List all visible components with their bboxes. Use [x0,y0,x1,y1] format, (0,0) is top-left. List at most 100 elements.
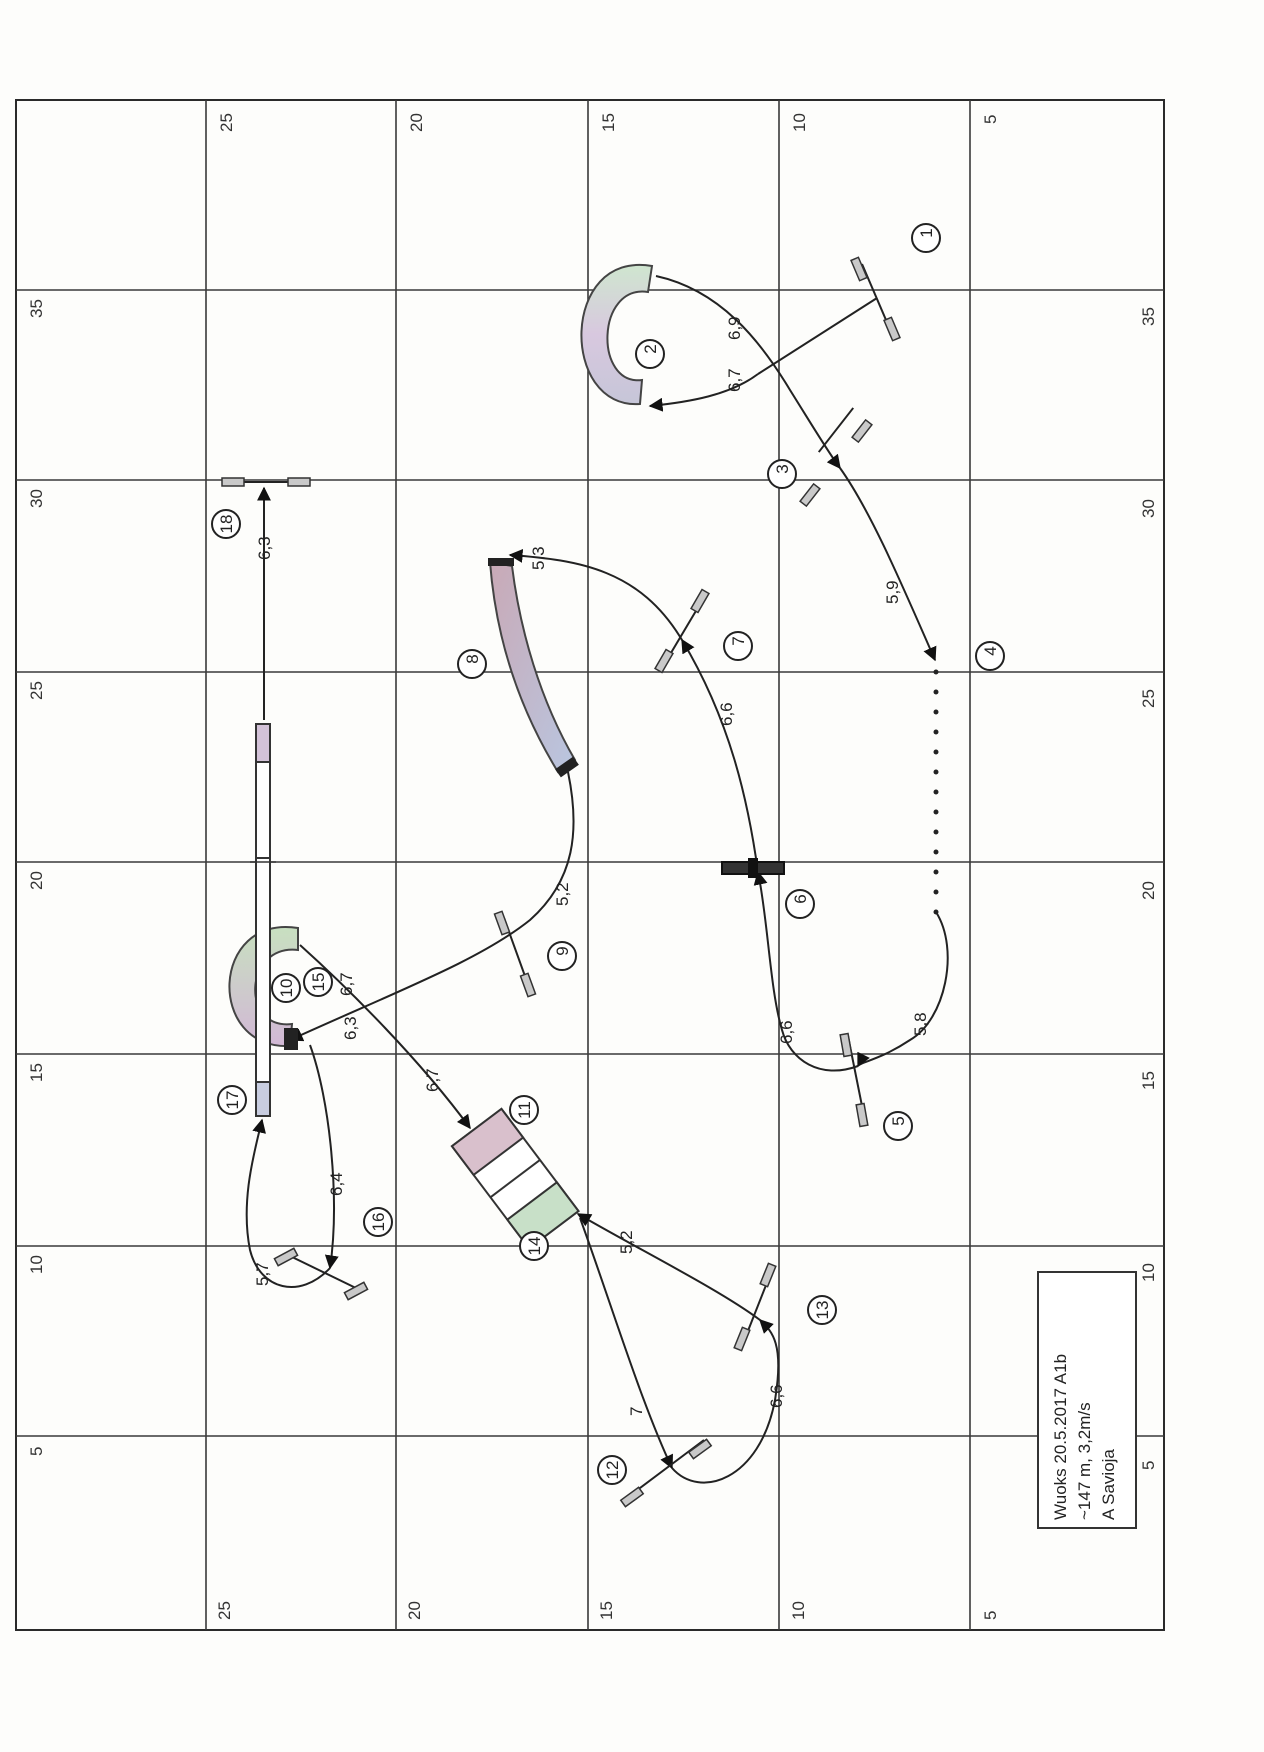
distance-label: 6,3 [255,536,274,560]
axis-label: 15 [1139,1071,1158,1090]
distance-label: 5,7 [253,1262,272,1286]
marker-2: 2 [635,339,665,369]
svg-text:14: 14 [525,1237,544,1256]
distance-label: 6,7 [423,1068,442,1092]
svg-text:17: 17 [223,1091,242,1110]
axis-label: 10 [27,1255,46,1274]
distance-label: 6,7 [337,972,356,996]
jump-3 [799,407,873,508]
distance-label: 5,3 [529,546,548,570]
svg-text:9: 9 [553,946,572,955]
axis-label: 15 [599,113,618,132]
course-frame [15,99,1165,1631]
axis-label: 10 [790,113,809,132]
distance-label: 6,3 [341,1016,360,1040]
course-info-title: Wuoks 20.5.2017 A1b [1051,1354,1070,1520]
jump-12 [619,1438,713,1508]
axis-label: 10 [789,1601,808,1620]
axis-label: 5 [981,115,1000,124]
axis-label: 15 [597,1601,616,1620]
obstacle-number-markers: 1 2 3 4 5 6 7 8 9 10 11 12 13 14 15 16 1… [211,223,1005,1485]
marker-12: 12 [597,1455,627,1485]
svg-text:13: 13 [813,1301,832,1320]
axis-label: 20 [27,871,46,890]
axis-label: 20 [405,1601,424,1620]
distance-label: 7 [627,1407,646,1416]
weave-poles [933,669,939,915]
distance-label: 6,6 [767,1384,786,1408]
axis-label: 35 [1139,307,1158,326]
obstacle-6 [721,858,785,878]
axis-label: 20 [407,113,426,132]
marker-10: 10 [271,973,301,1003]
marker-3: 3 [767,459,797,489]
svg-text:3: 3 [773,464,792,473]
svg-text:2: 2 [641,344,660,353]
marker-15: 15 [303,967,333,997]
jump-16 [273,1247,369,1301]
svg-text:18: 18 [217,515,236,534]
aframe-11 [450,1107,580,1250]
svg-text:16: 16 [369,1213,388,1232]
distance-label: 5,2 [617,1230,636,1254]
svg-text:4: 4 [981,646,1000,655]
svg-text:15: 15 [309,973,328,992]
marker-5: 5 [883,1111,913,1141]
course-info-length-speed: ~147 m, 3,2m/s [1075,1402,1094,1520]
distance-label: 6,7 [725,368,744,392]
jump-9 [493,910,537,998]
marker-4: 4 [975,641,1005,671]
axis-label: 25 [217,113,236,132]
svg-text:5: 5 [889,1116,908,1125]
marker-13: 13 [807,1295,837,1325]
marker-1: 1 [911,223,941,253]
axis-labels-top-row: 25 20 15 10 5 [217,113,1000,132]
marker-16: 16 [363,1207,393,1237]
axis-label: 30 [27,489,46,508]
marker-14: 14 [519,1231,549,1261]
svg-text:10: 10 [277,979,296,998]
svg-text:11: 11 [515,1101,534,1119]
jump-7 [654,588,710,674]
axis-label: 35 [27,299,46,318]
tunnel-2 [580,263,654,406]
distance-label: 5,9 [883,580,902,604]
axis-label: 30 [1139,499,1158,518]
distance-label: 5,8 [911,1012,930,1036]
axis-label: 15 [27,1063,46,1082]
marker-8: 8 [457,649,487,679]
marker-17: 17 [217,1085,247,1115]
axis-labels-right-column: 35 30 25 20 15 10 5 [1139,307,1158,1470]
svg-text:8: 8 [463,654,482,663]
marker-9: 9 [547,941,577,971]
distance-label: 6,9 [725,316,744,340]
svg-text:6: 6 [791,894,810,903]
axis-label: 5 [27,1447,46,1456]
marker-18: 18 [211,509,241,539]
axis-label: 10 [1139,1263,1158,1282]
distance-label: 5,2 [553,882,572,906]
vertical-grid-lines [205,100,971,1630]
jump-13 [733,1262,777,1352]
marker-7: 7 [723,631,753,661]
axis-label: 20 [1139,881,1158,900]
distance-label: 6,4 [327,1172,346,1196]
axis-labels-bottom-row: 25 20 15 10 5 [215,1601,1000,1620]
marker-11: 11 [509,1095,539,1125]
marker-6: 6 [785,889,815,919]
horizontal-grid-lines [16,289,1164,1437]
svg-text:7: 7 [729,636,748,645]
jump-18 [221,477,311,487]
svg-text:12: 12 [603,1461,622,1480]
axis-label: 25 [215,1601,234,1620]
axis-label: 5 [1139,1461,1158,1470]
distance-labels: 6,9 6,7 5,9 5,8 6,6 6,6 5,3 5,2 6,3 6,7 … [253,316,930,1416]
axis-label: 25 [27,681,46,700]
distance-label: 6,6 [717,702,736,726]
axis-label: 25 [1139,689,1158,708]
distance-label: 6,6 [777,1020,796,1044]
course-info-author: A Savioja [1099,1449,1118,1520]
course-info-box: Wuoks 20.5.2017 A1b ~147 m, 3,2m/s A Sav… [1037,1271,1137,1529]
axis-labels-left-column: 35 30 25 20 15 10 5 [27,299,46,1456]
